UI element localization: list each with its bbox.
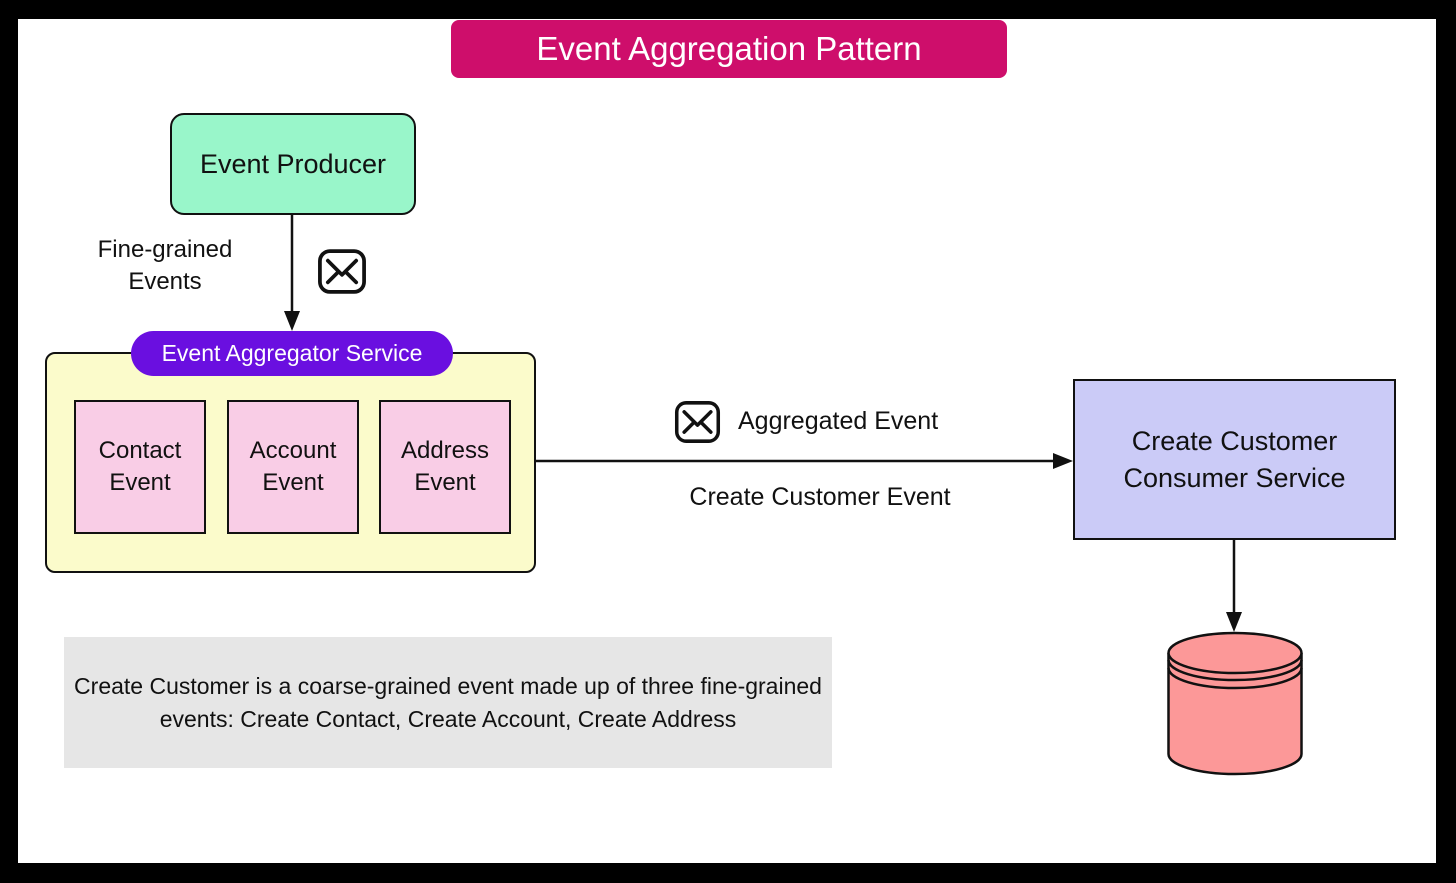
database-cylinder-icon <box>1167 631 1303 776</box>
event-aggregator-label: Event Aggregator Service <box>161 340 423 366</box>
arrow-aggregator-to-consumer <box>536 453 1073 469</box>
note-text: Create Customer is a coarse-grained even… <box>74 673 822 732</box>
diagram-title-banner: Event Aggregation Pattern <box>451 20 1007 78</box>
envelope-icon-aggregated <box>674 401 721 443</box>
event-box-address-label: Address Event <box>400 436 490 496</box>
event-box-address: Address Event <box>379 400 511 534</box>
create-customer-consumer-label: Create Customer Consumer Service <box>1123 426 1346 493</box>
event-box-contact-label: Contact Event <box>98 436 182 496</box>
diagram-canvas: Event Aggregation Pattern Event Producer… <box>18 19 1436 863</box>
event-box-contact: Contact Event <box>74 400 206 534</box>
arrow-producer-to-aggregator <box>284 215 300 331</box>
fine-grained-events-label: Fine-grained Events <box>97 236 233 296</box>
event-aggregator-pill: Event Aggregator Service <box>131 331 453 376</box>
envelope-icon-fine-grained <box>318 249 366 294</box>
event-producer-label: Event Producer <box>199 148 387 179</box>
arrow-consumer-to-database <box>1226 540 1242 632</box>
create-customer-event-label: Create Customer Event <box>689 483 951 511</box>
aggregated-event-label: Aggregated Event <box>738 407 939 435</box>
note-box: Create Customer is a coarse-grained even… <box>64 637 832 768</box>
event-producer-box: Event Producer <box>170 113 416 215</box>
event-box-account: Account Event <box>227 400 359 534</box>
event-box-account-label: Account Event <box>249 436 337 496</box>
create-customer-consumer-box: Create Customer Consumer Service <box>1073 379 1396 540</box>
diagram-title: Event Aggregation Pattern <box>536 30 922 67</box>
